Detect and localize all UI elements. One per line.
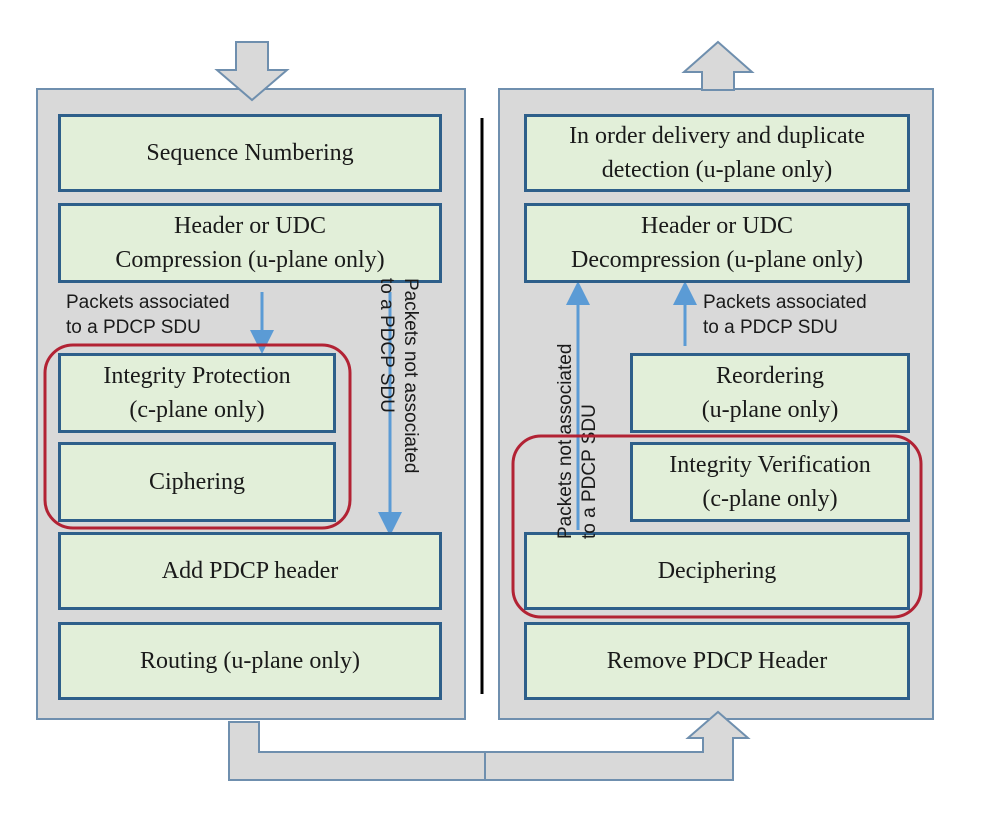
integrity-verification-box: Integrity Verification (c-plane only) — [630, 442, 910, 522]
in-order-delivery-box: In order delivery and duplicate detectio… — [524, 114, 910, 192]
remove-pdcp-header-label: Remove PDCP Header — [606, 648, 828, 674]
remove-pdcp-header-box: Remove PDCP Header — [524, 622, 910, 700]
routing-label: Routing (u-plane only) — [140, 648, 360, 674]
integrity-protection-label: Integrity Protection (c-plane only) — [103, 363, 291, 423]
header-compression-label: Header or UDC Compression (u-plane only) — [115, 213, 385, 273]
loop-connector — [228, 710, 751, 781]
input-arrow-icon — [214, 41, 290, 102]
header-compression-box: Header or UDC Compression (u-plane only) — [58, 203, 442, 283]
output-arrow-icon — [681, 40, 755, 91]
ciphering-label: Ciphering — [149, 469, 245, 495]
tx-nonsdu-note: Packets not associated to a PDCP SDU — [376, 278, 421, 474]
in-order-delivery-label: In order delivery and duplicate detectio… — [569, 123, 865, 183]
header-decompression-label: Header or UDC Decompression (u-plane onl… — [571, 213, 863, 273]
ciphering-box: Ciphering — [58, 442, 336, 522]
integrity-protection-box: Integrity Protection (c-plane only) — [58, 353, 336, 433]
tx-sdu-note: Packets associated to a PDCP SDU — [66, 292, 230, 338]
integrity-verification-label: Integrity Verification (c-plane only) — [669, 452, 871, 512]
add-pdcp-header-label: Add PDCP header — [161, 558, 339, 584]
header-decompression-box: Header or UDC Decompression (u-plane onl… — [524, 203, 910, 283]
add-pdcp-header-box: Add PDCP header — [58, 532, 442, 610]
sequence-numbering-label: Sequence Numbering — [146, 140, 354, 166]
reordering-box: Reordering (u-plane only) — [630, 353, 910, 433]
rx-nonsdu-note: Packets not associated to a PDCP SDU — [555, 343, 600, 539]
deciphering-box: Deciphering — [524, 532, 910, 610]
rx-sdu-note: Packets associated to a PDCP SDU — [703, 292, 867, 338]
reordering-label: Reordering (u-plane only) — [701, 363, 839, 423]
deciphering-label: Deciphering — [657, 558, 777, 584]
routing-box: Routing (u-plane only) — [58, 622, 442, 700]
sequence-numbering-box: Sequence Numbering — [58, 114, 442, 192]
